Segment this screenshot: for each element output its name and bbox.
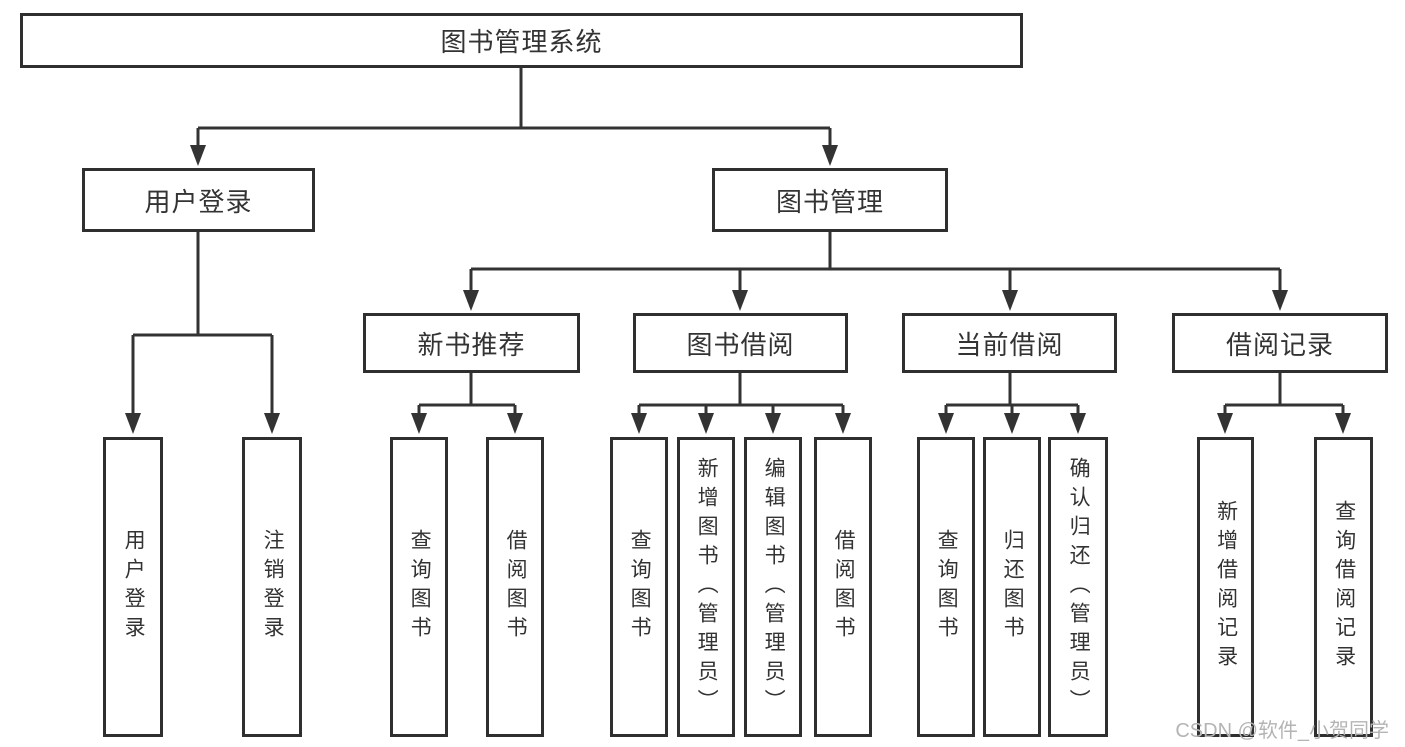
connector-borrow-records (1223, 373, 1345, 418)
node-new-books-label: 新书推荐 (417, 329, 526, 360)
connector-new-books (417, 373, 517, 418)
arrowhead-icon (1335, 413, 1351, 434)
leaf-newbooks-query: 查询图书 (390, 437, 448, 737)
arrowheads (125, 145, 1351, 434)
connector-user-login (131, 232, 274, 418)
leaf-newbooks-query-label: 查询图书 (408, 529, 432, 645)
leaf-borrow-add-book-label: 新增图书（管理员） (695, 456, 719, 718)
node-root-label: 图书管理系统 (440, 27, 603, 57)
leaf-borrow-edit-book-label: 编辑图书（管理员） (762, 456, 786, 718)
leaf-borrow-query-label: 查询图书 (628, 529, 652, 645)
leaf-query-borrow-record: 查询借阅记录 (1314, 437, 1373, 737)
connector-book-borrow (637, 373, 845, 418)
arrowhead-icon (732, 290, 748, 311)
leaf-add-borrow-record-label: 新增借阅记录 (1214, 500, 1238, 674)
node-user-login: 用户登录 (82, 168, 315, 232)
arrowhead-icon (411, 413, 427, 434)
arrowhead-icon (765, 413, 781, 434)
arrowhead-icon (1002, 290, 1018, 311)
leaf-user-login-label: 用户登录 (122, 529, 146, 645)
arrowhead-icon (938, 413, 954, 434)
leaf-newbooks-borrow: 借阅图书 (486, 437, 544, 737)
arrowhead-icon (822, 145, 838, 166)
node-book-mgmt-label: 图书管理 (775, 186, 884, 217)
node-borrow-records-label: 借阅记录 (1225, 329, 1334, 360)
connector-root (196, 68, 832, 150)
node-current-borrow-label: 当前借阅 (955, 329, 1064, 360)
leaf-logout: 注销登录 (242, 437, 302, 737)
leaf-confirm-return: 确认归还（管理员） (1048, 437, 1108, 737)
arrowhead-icon (125, 413, 141, 434)
arrowhead-icon (1004, 413, 1020, 434)
leaf-borrow-book-label: 借阅图书 (832, 529, 856, 645)
leaf-query-borrow-record-label: 查询借阅记录 (1332, 500, 1356, 674)
node-borrow-records: 借阅记录 (1172, 313, 1388, 373)
arrowhead-icon (1217, 413, 1233, 434)
arrowhead-icon (1070, 413, 1086, 434)
node-book-mgmt: 图书管理 (712, 168, 948, 232)
node-user-login-label: 用户登录 (144, 186, 253, 217)
node-current-borrow: 当前借阅 (902, 313, 1117, 373)
connector-current-borrow (944, 373, 1080, 418)
leaf-borrow-book: 借阅图书 (814, 437, 872, 737)
node-root: 图书管理系统 (20, 13, 1023, 68)
leaf-user-login: 用户登录 (103, 437, 163, 737)
arrowhead-icon (698, 413, 714, 434)
node-book-borrow-label: 图书借阅 (686, 329, 795, 360)
leaf-current-query: 查询图书 (917, 437, 975, 737)
leaf-logout-label: 注销登录 (261, 529, 285, 645)
arrowhead-icon (1272, 290, 1288, 311)
leaf-newbooks-borrow-label: 借阅图书 (504, 529, 528, 645)
leaf-return-book-label: 归还图书 (1001, 529, 1025, 645)
arrowhead-icon (190, 145, 206, 166)
leaf-borrow-query: 查询图书 (610, 437, 668, 737)
leaf-borrow-edit-book: 编辑图书（管理员） (744, 437, 802, 737)
csdn-watermark: CSDN @软件_小贺同学 (1175, 720, 1389, 742)
arrowhead-icon (264, 413, 280, 434)
node-book-borrow: 图书借阅 (633, 313, 848, 373)
arrowhead-icon (463, 290, 479, 311)
arrowhead-icon (631, 413, 647, 434)
leaf-return-book: 归还图书 (983, 437, 1041, 737)
leaf-confirm-return-label: 确认归还（管理员） (1067, 456, 1091, 718)
connector-book-mgmt (469, 232, 1282, 295)
node-new-books: 新书推荐 (363, 313, 580, 373)
leaf-borrow-add-book: 新增图书（管理员） (677, 437, 735, 737)
leaf-add-borrow-record: 新增借阅记录 (1197, 437, 1254, 737)
arrowhead-icon (507, 413, 523, 434)
arrowhead-icon (835, 413, 851, 434)
leaf-current-query-label: 查询图书 (935, 529, 959, 645)
